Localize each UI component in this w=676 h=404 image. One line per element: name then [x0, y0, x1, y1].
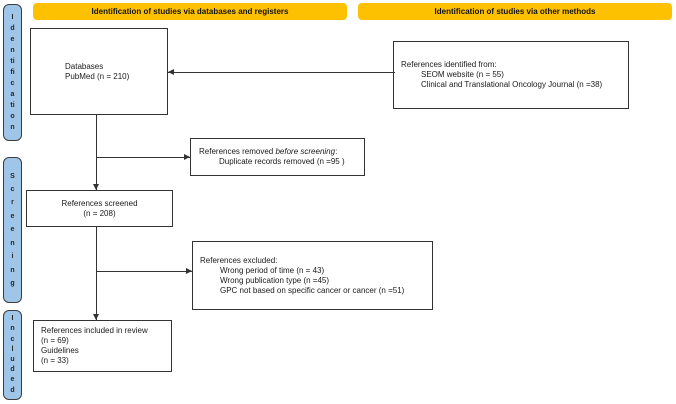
connector-screened-to-included [96, 227, 97, 320]
header-other-methods-label: Identification of studies via other meth… [434, 7, 596, 16]
box-references-removed-items: Duplicate records removed (n =95 ) [219, 157, 345, 166]
connector-other-to-databases [168, 72, 395, 73]
box-references-identified-items: SEOM website (n = 55) Clinical and Trans… [421, 70, 603, 89]
header-databases-registers-label: Identification of studies via databases … [91, 7, 289, 16]
box-references-included: References included in review (n = 69) G… [33, 320, 172, 372]
connector-branch-to-excluded [96, 271, 192, 272]
connector-branch-to-removed [96, 157, 190, 158]
box-databases-text: Databases PubMed (n = 210) [65, 61, 130, 81]
box-references-screened: References screened (n = 208) [26, 190, 173, 227]
phase-tab-included-label: I n c l u d e d [10, 315, 15, 394]
box-references-screened-text: References screened (n = 208) [61, 198, 138, 218]
arrowhead-into-excluded [186, 267, 192, 274]
phase-tab-screening: S c r e e n i n g [3, 157, 22, 303]
box-references-excluded-title: References excluded: [200, 255, 278, 265]
arrowhead-into-included [93, 314, 99, 320]
box-references-identified: References identified from: SEOM website… [393, 41, 629, 109]
removed-title-italic: before screening [275, 147, 336, 156]
box-databases: Databases PubMed (n = 210) [30, 28, 168, 115]
phase-tab-screening-label: S c r e e n i n g [10, 172, 15, 287]
header-other-methods: Identification of studies via other meth… [358, 3, 672, 20]
box-references-included-text: References included in review (n = 69) G… [41, 326, 148, 365]
box-references-excluded-items: Wrong period of time (n = 43) Wrong publ… [220, 265, 405, 295]
arrowhead-into-databases [168, 68, 174, 75]
box-references-removed: References removed before screening: Dup… [190, 138, 365, 176]
arrowhead-into-screened [93, 184, 99, 190]
phase-tab-included: I n c l u d e d [3, 310, 22, 400]
phase-tab-identification-label: I d e n ti fi c a ti o n [10, 14, 15, 131]
box-references-removed-title: References removed before screening: [199, 147, 338, 156]
box-references-excluded: References excluded: Wrong period of tim… [192, 241, 433, 310]
arrowhead-into-removed [184, 153, 190, 160]
header-databases-registers: Identification of studies via databases … [33, 3, 347, 20]
connector-databases-to-screened [96, 115, 97, 190]
phase-tab-identification: I d e n ti fi c a ti o n [3, 4, 22, 141]
box-references-identified-title: References identified from: [401, 60, 497, 69]
